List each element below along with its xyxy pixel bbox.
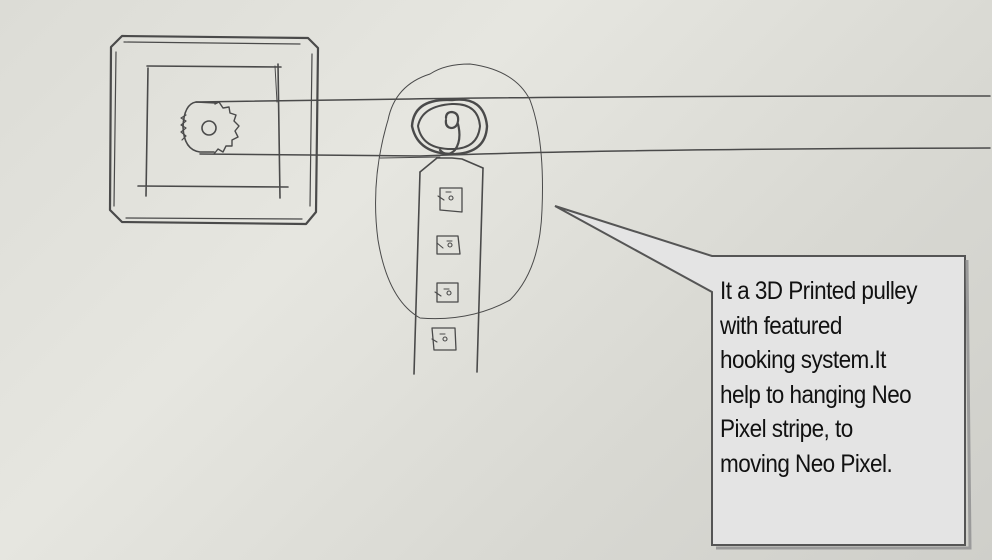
callout-shadow xyxy=(716,259,972,550)
callout-text: It a 3D Printed pulley with featured hoo… xyxy=(720,277,918,478)
highlight-oval xyxy=(375,63,543,320)
callout-bubble xyxy=(554,205,966,546)
motor-gear xyxy=(180,101,240,155)
pulley-with-hook xyxy=(410,98,489,156)
motor-housing xyxy=(108,34,320,226)
belt xyxy=(195,65,991,159)
neopixel-strip xyxy=(413,157,484,375)
